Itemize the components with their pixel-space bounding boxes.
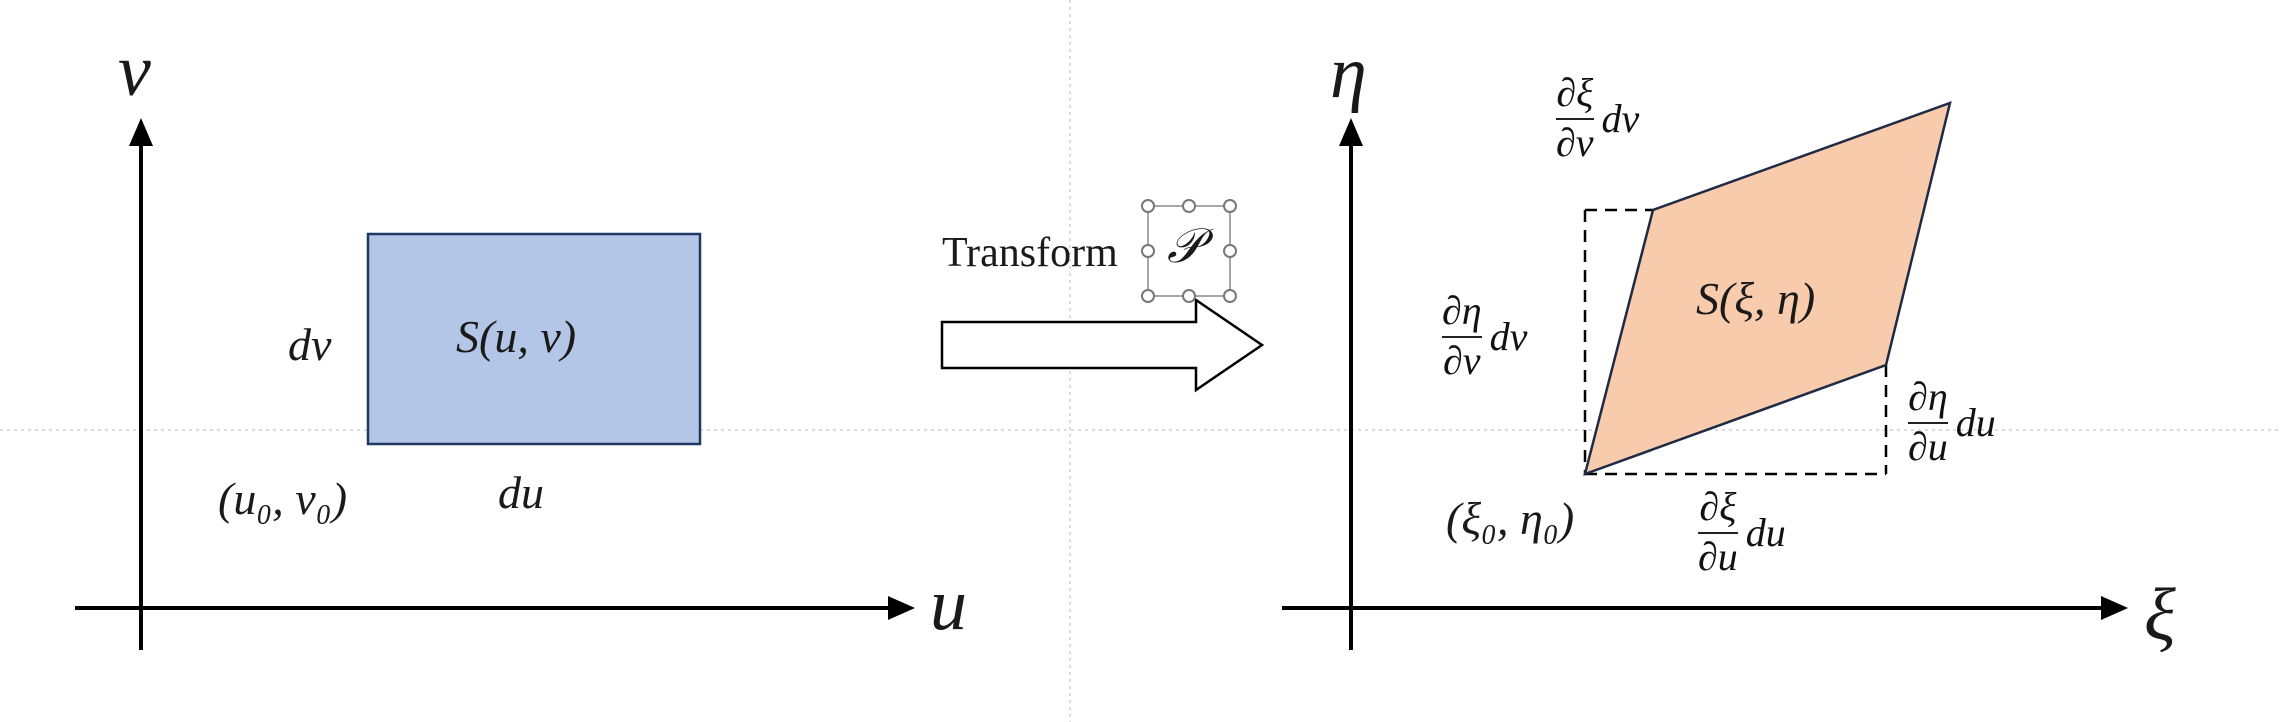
right-y-axis-arrow — [1339, 118, 1363, 146]
left-x-axis-arrow — [888, 596, 915, 620]
label-deta-du: ∂η ∂u du — [1908, 376, 1996, 468]
fraction-differential: du — [1955, 399, 1996, 445]
symbol-selection-box — [1141, 199, 1237, 303]
left-axes — [75, 118, 915, 650]
left-height-label: dv — [288, 319, 332, 370]
transform-arrow — [940, 297, 1265, 393]
right-axes — [1282, 118, 2128, 650]
left-x-axis-label: u — [930, 564, 967, 646]
right-origin-label: (ξ₀, η₀) — [1446, 493, 1575, 544]
right-region-label: S(ξ, η) — [1696, 273, 1816, 324]
label-dxi-du: ∂ξ ∂u du — [1698, 486, 1786, 578]
fraction-differential: dv — [1601, 95, 1640, 141]
right-y-axis-label: η — [1330, 32, 1367, 114]
fraction-dxi-dv: ∂ξ ∂v — [1556, 72, 1594, 164]
left-origin-label: (u₀, v₀) — [218, 473, 348, 524]
right-x-axis-arrow — [2101, 596, 2128, 620]
fraction-differential: dv — [1489, 313, 1528, 359]
fraction-numerator: ∂η — [1442, 288, 1482, 333]
fraction-denominator: ∂v — [1443, 338, 1481, 383]
left-region-label: S(u, v) — [456, 311, 577, 362]
transform-label: Transform — [942, 230, 1118, 276]
right-region-parallelogram — [1583, 101, 1952, 476]
right-x-axis-label: ξ — [2144, 574, 2176, 656]
fraction-denominator: ∂u — [1698, 534, 1738, 579]
fraction-deta-du: ∂η ∂u — [1908, 376, 1948, 468]
fraction-differential: du — [1745, 509, 1786, 555]
fraction-numerator: ∂ξ — [1699, 484, 1737, 529]
label-dxi-dv: ∂ξ ∂v dv — [1556, 72, 1639, 164]
fraction-numerator: ∂ξ — [1556, 70, 1594, 115]
left-y-axis-label: v — [118, 30, 151, 112]
fraction-denominator: ∂v — [1556, 120, 1594, 165]
fraction-dxi-du: ∂ξ ∂u — [1698, 486, 1738, 578]
fraction-deta-dv: ∂η ∂v — [1442, 290, 1482, 382]
dashed-guides — [1583, 208, 1888, 476]
left-y-axis-arrow — [129, 118, 153, 146]
transform-symbol: 𝒫 — [1167, 218, 1202, 274]
fraction-numerator: ∂η — [1908, 374, 1948, 419]
left-width-label: du — [498, 467, 544, 518]
fraction-denominator: ∂u — [1908, 424, 1948, 469]
label-deta-dv: ∂η ∂v dv — [1442, 290, 1527, 382]
left-region-rectangle — [366, 232, 702, 446]
